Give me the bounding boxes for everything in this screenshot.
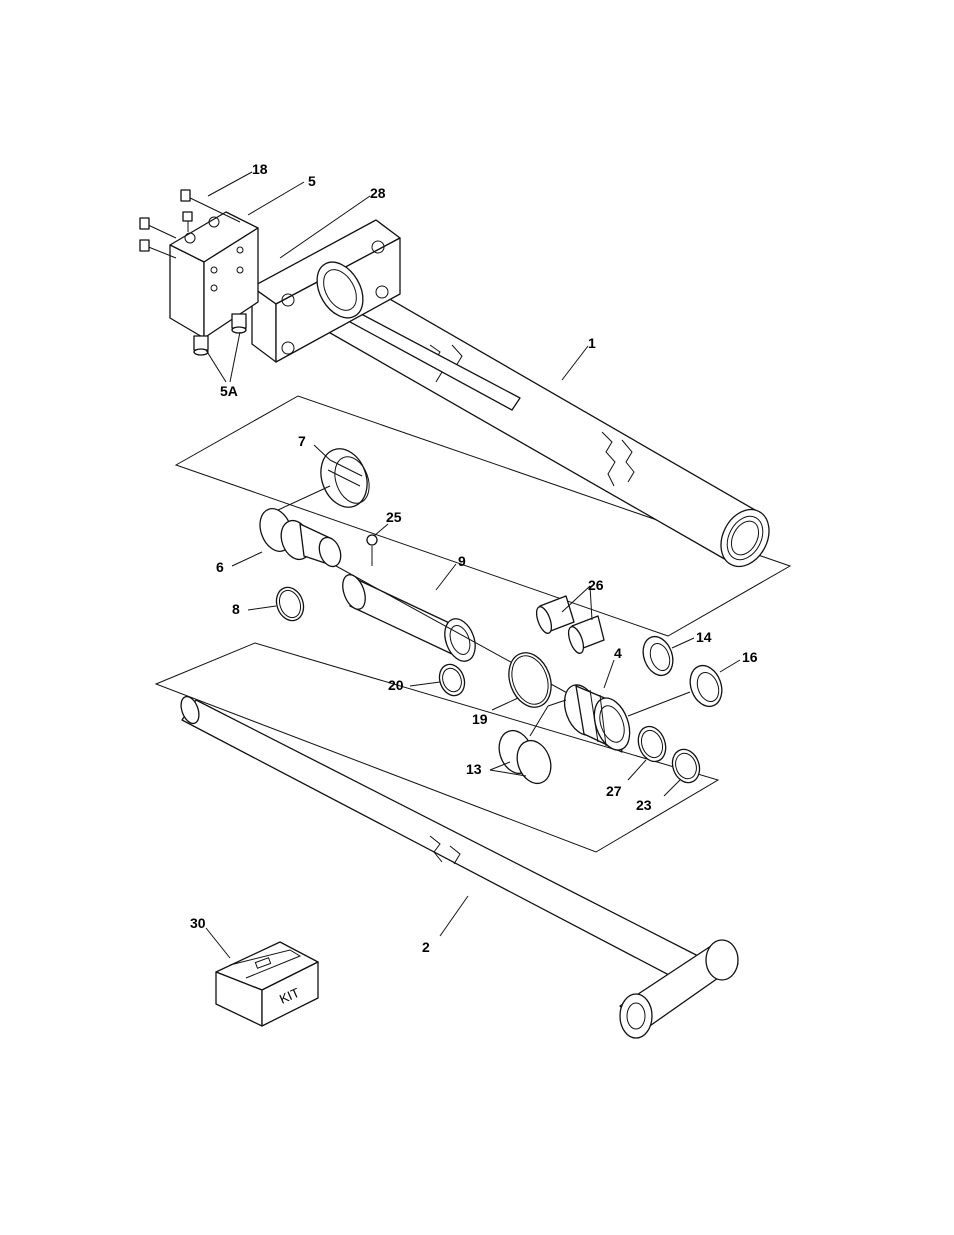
ring-27: [634, 723, 671, 766]
callout-25: 25: [386, 509, 402, 525]
o-ring-20: [435, 661, 468, 699]
cylinder-barrel: [306, 268, 779, 575]
callout-13: 13: [466, 761, 482, 777]
callout-16: 16: [742, 649, 758, 665]
callout-2: 2: [422, 939, 430, 955]
seal-rings-13: [493, 726, 556, 788]
wear-rings: [534, 596, 604, 655]
callout-1: 1: [588, 335, 596, 351]
callout-9: 9: [458, 553, 466, 569]
callout-18: 18: [252, 161, 268, 177]
callout-4: 4: [614, 645, 622, 661]
callout-14: 14: [696, 629, 712, 645]
kit-box: KIT: [216, 942, 318, 1026]
callout-23: 23: [636, 797, 652, 813]
ring-23: [668, 746, 704, 787]
seal-14: [638, 632, 678, 679]
callout-8: 8: [232, 601, 240, 617]
seal-16: [685, 661, 728, 711]
callout-26: 26: [588, 577, 604, 593]
o-ring-8: [272, 584, 308, 625]
callout-27: 27: [606, 783, 622, 799]
callout-19: 19: [472, 711, 488, 727]
callout-7: 7: [298, 433, 306, 449]
callout-28: 28: [370, 185, 386, 201]
grease-fitting: [367, 535, 377, 566]
cylinder-head: [254, 504, 344, 569]
callout-5: 5: [308, 173, 316, 189]
callout-5a: 5A: [220, 383, 238, 399]
callout-30: 30: [190, 915, 206, 931]
spacer-tube: [338, 572, 480, 666]
callout-6: 6: [216, 559, 224, 575]
piston: [558, 680, 636, 755]
callout-20: 20: [388, 677, 404, 693]
